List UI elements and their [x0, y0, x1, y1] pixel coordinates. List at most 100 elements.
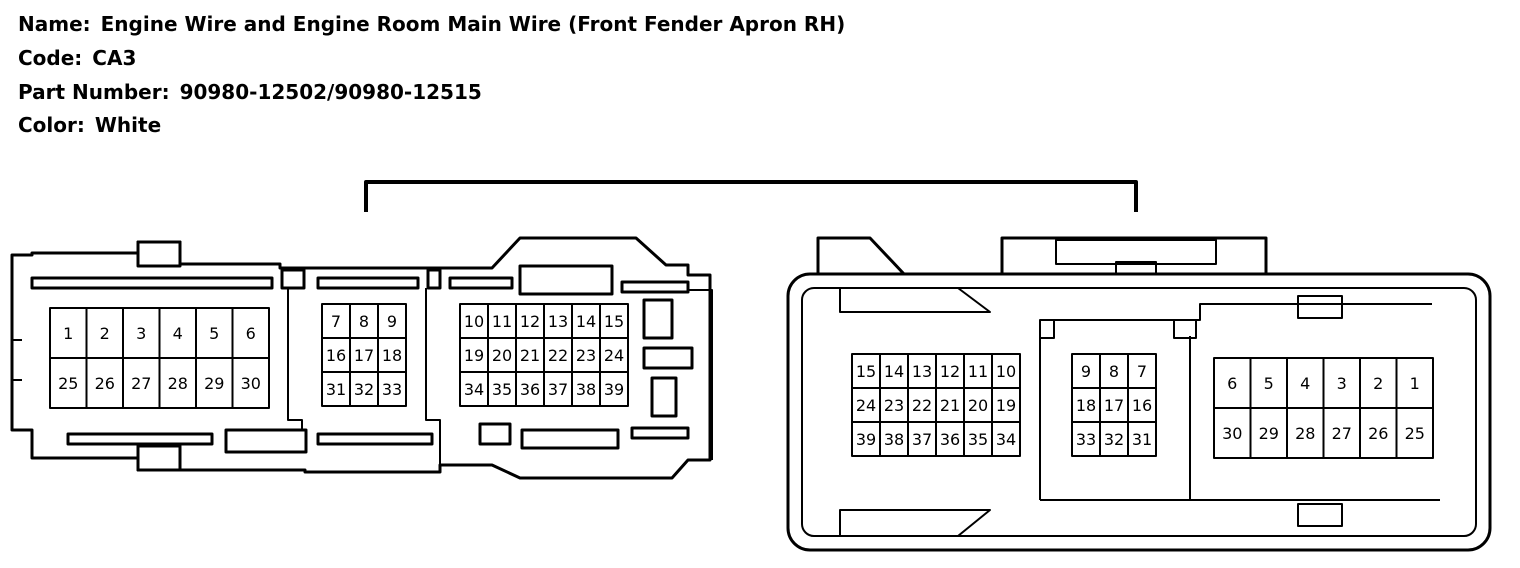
code-label: Code:	[18, 46, 83, 70]
pin-9: 9	[1081, 362, 1091, 381]
left-pin-group-1-cell	[122, 307, 161, 359]
left-edge-ticks	[12, 339, 22, 381]
pin-5: 5	[209, 324, 219, 343]
right-connector	[786, 236, 1492, 552]
pin-13: 13	[548, 312, 568, 331]
right-pin-group-2-cell	[1099, 387, 1129, 423]
pin-35: 35	[968, 430, 988, 449]
left-pin-group-1-cell	[231, 357, 270, 409]
pin-19: 19	[464, 346, 484, 365]
left-slot-bottom-1	[66, 432, 214, 446]
pin-8: 8	[359, 312, 369, 331]
right-guide-top-left	[839, 287, 991, 313]
pin-34: 34	[464, 380, 484, 399]
pin-12: 12	[520, 312, 540, 331]
pin-38: 38	[884, 430, 904, 449]
pin-33: 33	[1076, 430, 1096, 449]
color-label: Color:	[18, 113, 85, 137]
left-pin-group-3-cell	[459, 337, 489, 373]
left-slot-top-1	[30, 276, 274, 290]
right-guide-top-right	[1297, 295, 1343, 319]
pin-21: 21	[520, 346, 540, 365]
code-row: Code: CA3	[18, 46, 136, 70]
pin-39: 39	[856, 430, 876, 449]
right-pin-group-3-cell	[1395, 357, 1434, 409]
right-latch-2	[1173, 319, 1197, 339]
left-pin-group-3-cell	[543, 371, 573, 407]
pin-27: 27	[131, 374, 151, 393]
pin-30: 30	[241, 374, 261, 393]
pin-11: 11	[968, 362, 988, 381]
pin-3: 3	[1337, 374, 1347, 393]
left-slot-top-3	[448, 276, 514, 290]
right-pin-group-1-cell	[963, 421, 993, 457]
right-pin-group-3-cell	[1249, 407, 1288, 459]
name-row: Name:Engine Wire and Engine Room Main Wi…	[18, 12, 845, 36]
left-slot-bottom-2	[224, 428, 308, 454]
right-latch-1	[1039, 319, 1055, 339]
pin-36: 36	[520, 380, 540, 399]
name-value: Engine Wire and Engine Room Main Wire (F…	[100, 12, 846, 36]
pin-16: 16	[1132, 396, 1152, 415]
right-connector-inner-wall	[801, 287, 1477, 537]
pin-32: 32	[1104, 430, 1124, 449]
pin-9: 9	[387, 312, 397, 331]
pin-37: 37	[912, 430, 932, 449]
pin-18: 18	[382, 346, 402, 365]
left-slot-top-5	[620, 280, 690, 294]
pin-18: 18	[1076, 396, 1096, 415]
right-pin-group-1-cell	[851, 387, 881, 423]
pin-26: 26	[1368, 424, 1388, 443]
left-lock-tab-top	[136, 240, 182, 268]
code-value: CA3	[92, 46, 137, 70]
pin-11: 11	[492, 312, 512, 331]
right-pin-group-1-cell	[935, 353, 965, 389]
pin-26: 26	[95, 374, 115, 393]
pin-30: 30	[1222, 424, 1242, 443]
right-inner-rail-top	[1040, 303, 1432, 321]
pin-20: 20	[968, 396, 988, 415]
left-slot-bottom-4	[478, 422, 512, 446]
part-number-row: Part Number:90980-12502/90980-12515	[18, 80, 482, 104]
pin-24: 24	[856, 396, 876, 415]
pin-5: 5	[1264, 374, 1274, 393]
right-pin-group-1-cell	[991, 387, 1021, 423]
pin-38: 38	[576, 380, 596, 399]
right-pin-group-1-cell	[907, 421, 937, 457]
left-side-key-3	[650, 376, 678, 418]
pin-17: 17	[354, 346, 374, 365]
pin-19: 19	[996, 396, 1016, 415]
pin-4: 4	[1300, 374, 1310, 393]
pin-8: 8	[1109, 362, 1119, 381]
pin-7: 7	[331, 312, 341, 331]
right-dividers	[1039, 320, 1191, 500]
right-pin-group-3-cell	[1213, 357, 1252, 409]
pin-33: 33	[382, 380, 402, 399]
right-pin-group-2-cell	[1127, 387, 1157, 423]
right-hood-left	[816, 236, 906, 276]
part-number-value: 90980-12502/90980-12515	[179, 80, 482, 104]
right-pin-group-1-cell	[991, 421, 1021, 457]
left-latch-2	[426, 268, 442, 290]
pin-20: 20	[492, 346, 512, 365]
right-pin-group-2-cell	[1127, 421, 1157, 457]
left-pin-group-2-cell	[377, 371, 407, 407]
pin-28: 28	[168, 374, 188, 393]
pin-31: 31	[1132, 430, 1152, 449]
right-pin-group-3-cell	[1249, 357, 1288, 409]
left-pin-group-3-cell	[599, 371, 629, 407]
pin-16: 16	[326, 346, 346, 365]
right-pin-group-2-cell	[1071, 353, 1101, 389]
right-guide-bottom-right	[1297, 503, 1343, 527]
right-pin-group-3-cell	[1286, 407, 1325, 459]
right-pin-group-1-cell	[851, 421, 881, 457]
right-pin-group-3-cell	[1286, 357, 1325, 409]
pin-24: 24	[604, 346, 624, 365]
pin-22: 22	[548, 346, 568, 365]
color-row: Color:White	[18, 113, 161, 137]
